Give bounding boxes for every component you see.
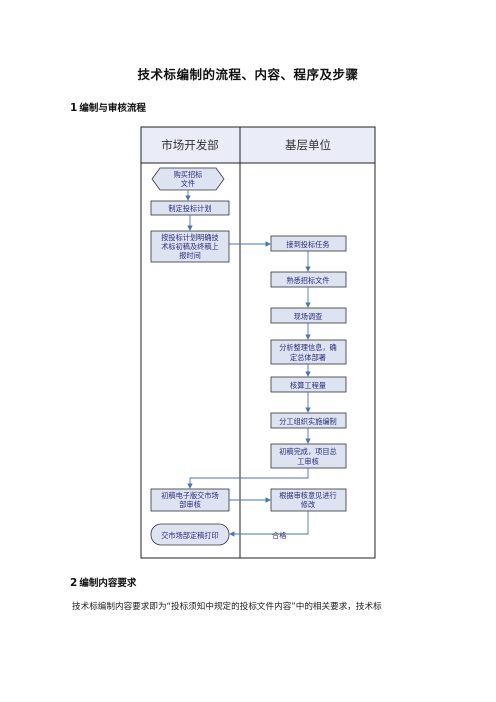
node-buy-tender: 购买招标 文件 [151, 167, 225, 191]
column-header-market: 市场开发部 [161, 138, 219, 152]
svg-text:初稿完成，项目总: 初稿完成，项目总 [279, 447, 337, 456]
svg-text:部审核: 部审核 [179, 500, 201, 509]
node-analyze: 分析整理信息，确 定总体部署 [270, 339, 347, 365]
section-heading-text: 编制内容要求 [79, 578, 137, 589]
svg-text:分析整理信息，确: 分析整理信息，确 [279, 343, 337, 352]
node-familiarize: 熟悉招标文件 [270, 271, 347, 288]
svg-text:现场调查: 现场调查 [294, 312, 323, 321]
svg-text:报时间: 报时间 [179, 251, 201, 260]
svg-text:交市场部定稿打印: 交市场部定稿打印 [161, 531, 219, 540]
section-heading-text: 编制与审核流程 [79, 103, 146, 114]
svg-text:工审核: 工审核 [297, 457, 319, 466]
svg-text:根据审核意见进行: 根据审核意见进行 [279, 491, 337, 500]
svg-text:文件: 文件 [181, 179, 195, 188]
header-band [140, 126, 376, 164]
connectors [185, 190, 311, 537]
arrow-draft-to-submit [187, 468, 309, 489]
svg-text:分工组织实施编制: 分工组织实施编制 [279, 417, 337, 426]
body-paragraph: 技术标编制内容要求即为“投标须知中规定的投标文件内容”中的相关要求，技术标 [72, 602, 382, 612]
svg-text:定总体部署: 定总体部署 [290, 353, 326, 362]
svg-text:按投标计划明确技: 按投标计划明确技 [161, 233, 219, 242]
svg-text:熟悉招标文件: 熟悉招标文件 [286, 276, 329, 285]
svg-text:修改: 修改 [301, 500, 315, 509]
svg-text:制定投标计划: 制定投标计划 [168, 204, 211, 213]
svg-text:术标初稿及终稿上: 术标初稿及终稿上 [161, 242, 219, 251]
node-submit-draft: 初稿电子版交市场 部审核 [150, 488, 230, 512]
node-receive-task: 接到投标任务 [270, 235, 347, 252]
svg-text:接到投标任务: 接到投标任务 [286, 240, 329, 249]
node-draft-review: 初稿完成，项目总 工审核 [270, 443, 347, 469]
node-clarify-schedule: 按投标计划明确技 术标初稿及终稿上 报时间 [150, 230, 230, 263]
page-title: 技术标编制的流程、内容、程序及步骤 [137, 67, 359, 82]
section-number: 1 [70, 102, 78, 114]
svg-text:初稿电子版交市场: 初稿电子版交市场 [161, 491, 219, 500]
flowchart: 市场开发部 基层单位 购买招标 文件 制定投标计划 按投标计划明确技 术标初稿及… [140, 126, 376, 559]
node-site-survey: 现场调查 [270, 307, 347, 324]
section-number: 2 [70, 577, 78, 589]
qualified-label: 合格 [272, 531, 287, 540]
svg-text:核算工程量: 核算工程量 [290, 381, 326, 390]
arrow-revise-to-print [229, 511, 309, 537]
node-make-plan: 制定投标计划 [150, 200, 230, 216]
svg-text:购买招标: 购买招标 [174, 170, 203, 179]
node-calc-quantity: 核算工程量 [270, 376, 347, 393]
node-final-print: 交市场部定稿打印 [150, 523, 230, 546]
column-header-base: 基层单位 [285, 138, 331, 152]
node-divide-work: 分工组织实施编制 [270, 412, 347, 429]
node-revise: 根据审核意见进行 修改 [270, 488, 347, 512]
